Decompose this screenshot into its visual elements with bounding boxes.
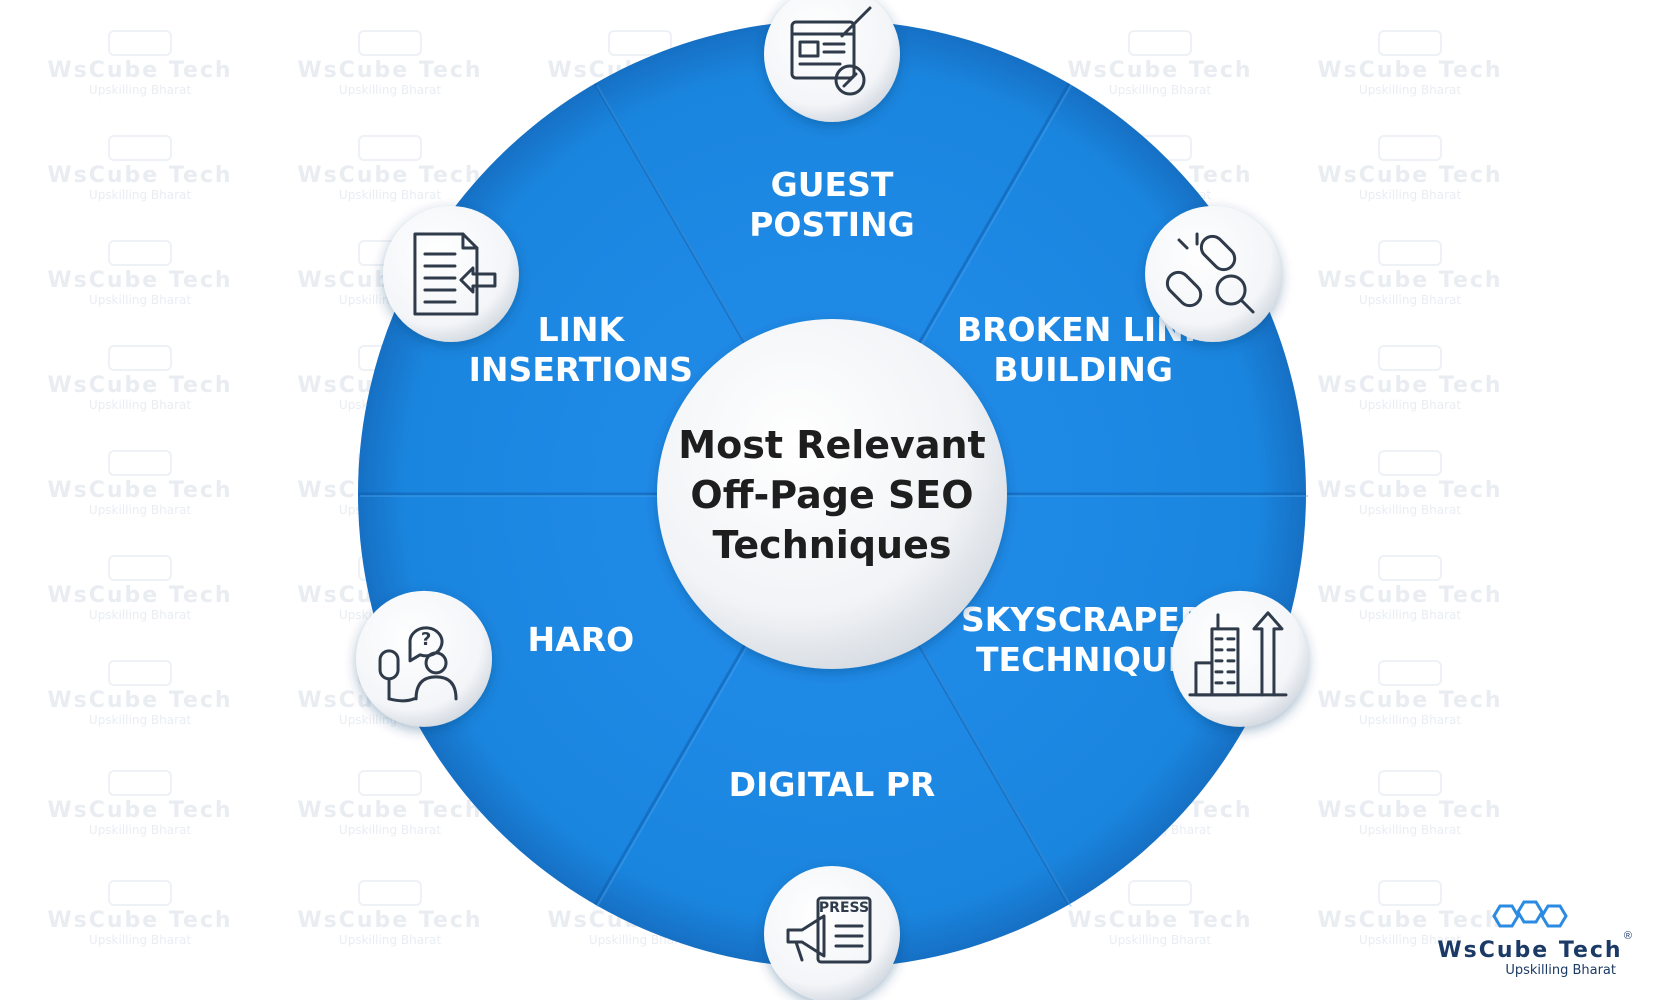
segment-label: DIGITAL PR	[729, 765, 936, 804]
logo-name: WsCube Tech	[1437, 938, 1623, 963]
segment-label-line: GUEST	[771, 165, 894, 204]
hexagon-logo-icon	[1492, 900, 1568, 928]
web-page-link-icon	[764, 0, 900, 122]
building-growth-arrow-icon	[1171, 590, 1308, 727]
center-title-line: Techniques	[713, 523, 952, 567]
segment-label-line: BUILDING	[993, 350, 1173, 389]
segment-label-line: HARO	[528, 620, 635, 659]
segment-divider	[593, 629, 755, 906]
icon-badge	[1171, 590, 1308, 727]
icon-badge	[356, 590, 493, 727]
segment-divider-highlight	[596, 85, 757, 361]
segment-divider-highlight	[596, 631, 757, 907]
segment-divider	[593, 82, 755, 359]
logo-tagline: Upskilling Bharat	[1505, 963, 1616, 978]
segment-divider	[909, 629, 1071, 906]
microphone-interview-icon: ?	[356, 590, 493, 727]
segment-divider	[909, 82, 1071, 359]
document-insert-icon	[382, 206, 519, 342]
segment-label-line: SKYSCRAPER	[961, 600, 1205, 639]
icon-badge	[382, 206, 519, 342]
segment-label-line: POSTING	[749, 205, 915, 244]
broken-chain-search-icon	[1145, 206, 1282, 342]
press-megaphone-icon: PRESS	[764, 866, 900, 1000]
registered-mark: ®	[1623, 930, 1632, 942]
center-disc	[657, 319, 1007, 669]
brand-logo: WsCube Tech Upskilling Bharat ®	[1420, 900, 1640, 990]
question-mark: ?	[421, 629, 431, 650]
segment-label-line: DIGITAL PR	[729, 765, 936, 804]
segment-label: HARO	[528, 620, 635, 659]
center-title-line: Off-Page SEO	[690, 473, 973, 517]
segment-icons: PRESS?	[356, 0, 1308, 1000]
icon-badge	[764, 866, 900, 1000]
icon-badge	[764, 0, 900, 122]
segment-label-line: TECHNIQUE	[976, 640, 1190, 679]
center-title-line: Most Relevant	[678, 423, 985, 467]
icon-badge	[1145, 206, 1282, 342]
segment-label-line: LINK	[538, 310, 626, 349]
segment-label-line: INSERTIONS	[469, 350, 693, 389]
press-word: PRESS	[819, 900, 869, 916]
segment-divider-highlight	[911, 85, 1072, 361]
segment-dividers	[358, 82, 1308, 907]
segment-divider-highlight	[911, 631, 1072, 907]
